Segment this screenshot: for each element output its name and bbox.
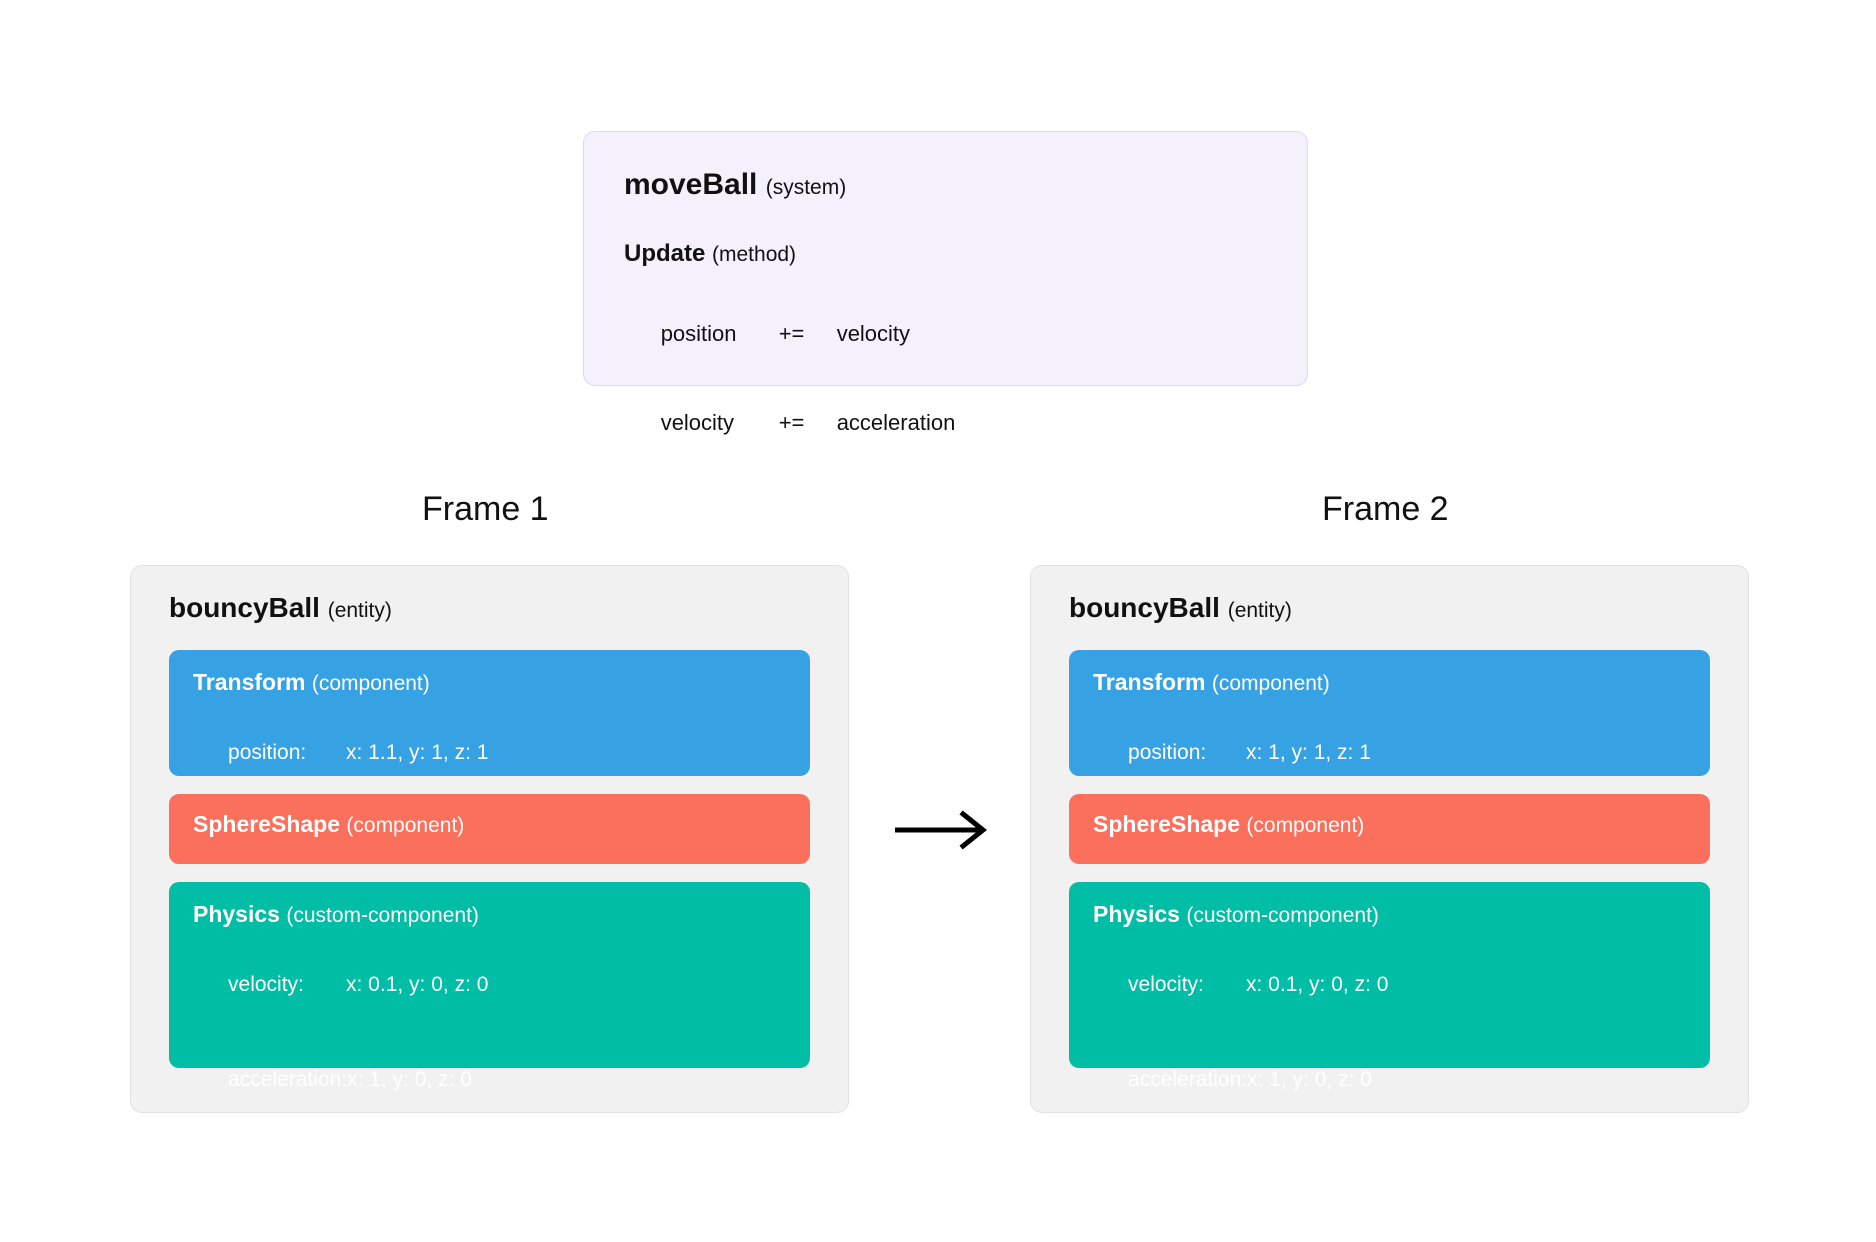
component-kind: (component) bbox=[1211, 671, 1330, 695]
component-physics: Physics (custom-component) velocity: x: 0… bbox=[1069, 881, 1710, 1091]
component-title: Physics (custom-component) bbox=[193, 900, 786, 927]
entity-kind: (entity) bbox=[1227, 599, 1292, 622]
property-value: x: 1, y: 0, z: 0 bbox=[347, 1067, 472, 1091]
system-method-title: Update (method) bbox=[624, 240, 1267, 267]
component-kind: (component) bbox=[346, 813, 465, 837]
property-key: position: bbox=[1128, 741, 1207, 765]
component-name: Physics bbox=[193, 900, 280, 927]
system-title: moveBall (system) bbox=[624, 168, 1267, 201]
component-property-row: velocity: x: 0.1, y: 0, z: 0 bbox=[193, 949, 786, 1021]
component-kind: (custom-component) bbox=[286, 903, 479, 927]
component-kind: (component) bbox=[1246, 813, 1365, 837]
entity-kind: (entity) bbox=[327, 599, 392, 622]
component-property-row: acceleration:x: 1, y: 0, z: 0 bbox=[1093, 1044, 1686, 1116]
code-rhs: acceleration bbox=[836, 410, 956, 436]
component-property-row: position: x: 1, y: 1, z: 1 bbox=[1093, 717, 1686, 789]
entity-card-frame2: bouncyBall (entity) Transform (component… bbox=[1030, 565, 1749, 1113]
component-property-row: position: x: 1.1, y: 1, z: 1 bbox=[193, 717, 786, 789]
component-transform: Transform (component) position: x: 1, y: … bbox=[1069, 649, 1710, 776]
component-property-row: velocity: x: 0.1, y: 0, z: 0 bbox=[1093, 949, 1686, 1021]
component-title: SphereShape (component) bbox=[1093, 810, 1686, 837]
property-key: acceleration: bbox=[1128, 1067, 1248, 1091]
component-title: SphereShape (component) bbox=[193, 810, 786, 837]
code-lhs: position bbox=[660, 321, 737, 347]
code-operator: += bbox=[778, 410, 805, 436]
component-name: Physics bbox=[1093, 900, 1180, 927]
property-value: x: 0.1, y: 0, z: 0 bbox=[346, 973, 489, 997]
property-key: velocity: bbox=[228, 973, 304, 997]
entity-title: bouncyBall (entity) bbox=[1069, 592, 1710, 624]
code-line: position += velocity bbox=[624, 289, 1267, 378]
component-title: Physics (custom-component) bbox=[1093, 900, 1686, 927]
system-code-block: position += velocity velocity += acceleratio… bbox=[624, 289, 1267, 467]
component-title: Transform (component) bbox=[193, 668, 786, 695]
property-value: x: 1.1, y: 1, z: 1 bbox=[346, 741, 489, 765]
entity-card-frame1: bouncyBall (entity) Transform (component… bbox=[130, 565, 849, 1113]
system-kind: (system) bbox=[765, 176, 847, 199]
property-value: x: 1, y: 1, z: 1 bbox=[1246, 741, 1371, 765]
system-card-moveball: moveBall (system) Update (method) positi… bbox=[583, 131, 1308, 435]
code-rhs: velocity bbox=[836, 321, 911, 347]
property-value: x: 0.1, y: 0, z: 0 bbox=[1246, 973, 1389, 997]
component-sphereshape: SphereShape (component) bbox=[169, 793, 810, 864]
entity-name: bouncyBall bbox=[1069, 592, 1220, 623]
component-sphereshape: SphereShape (component) bbox=[1069, 793, 1710, 864]
component-physics: Physics (custom-component) velocity: x: 0… bbox=[169, 881, 810, 1091]
property-key: acceleration: bbox=[228, 1067, 348, 1091]
code-operator: += bbox=[778, 321, 805, 347]
component-name: Transform bbox=[1093, 668, 1206, 695]
property-key: velocity: bbox=[1128, 973, 1204, 997]
method-name: Update bbox=[624, 240, 706, 267]
entity-name: bouncyBall bbox=[169, 592, 320, 623]
right-arrow-icon bbox=[895, 810, 988, 850]
code-line: velocity += acceleration bbox=[624, 378, 1267, 467]
entity-title: bouncyBall (entity) bbox=[169, 592, 810, 624]
component-kind: (custom-component) bbox=[1186, 903, 1379, 927]
component-name: SphereShape bbox=[1093, 810, 1240, 837]
code-lhs: velocity bbox=[660, 410, 735, 436]
component-property-row: acceleration:x: 1, y: 0, z: 0 bbox=[193, 1044, 786, 1116]
frame-label-2: Frame 2 bbox=[1322, 490, 1449, 528]
component-title: Transform (component) bbox=[1093, 668, 1686, 695]
component-name: SphereShape bbox=[193, 810, 340, 837]
component-kind: (component) bbox=[311, 671, 430, 695]
property-key: position: bbox=[228, 741, 307, 765]
method-kind: (method) bbox=[712, 243, 797, 266]
property-value: x: 1, y: 0, z: 0 bbox=[1247, 1067, 1372, 1091]
component-transform: Transform (component) position: x: 1.1, y… bbox=[169, 649, 810, 776]
system-name: moveBall bbox=[624, 168, 758, 201]
frame-label-1: Frame 1 bbox=[422, 490, 549, 528]
component-name: Transform bbox=[193, 668, 306, 695]
